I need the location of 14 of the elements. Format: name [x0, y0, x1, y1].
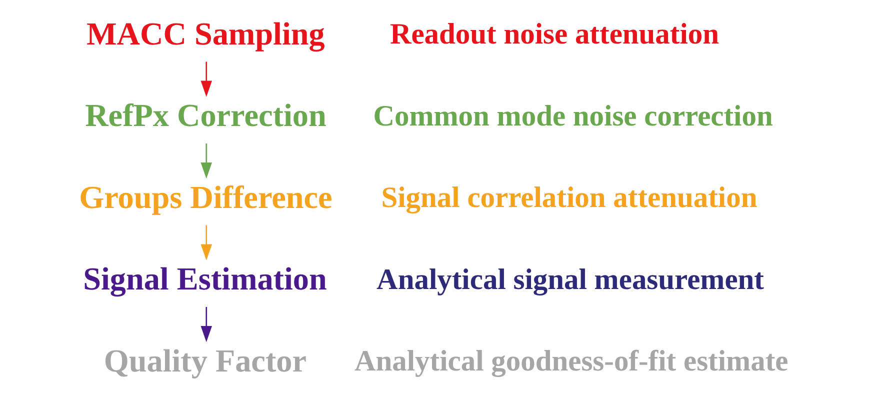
node-text: RefPx Correction: [85, 97, 326, 134]
arrow: [200, 143, 212, 179]
node-label: Common mode noise correction: [373, 100, 773, 132]
node-text: Groups Difference: [79, 178, 332, 215]
node-label: Analytical goodness-of-fit estimate: [354, 346, 788, 378]
arrow: [200, 62, 212, 97]
node-text: Signal Estimation: [83, 260, 327, 297]
node-text: Quality Factor: [104, 342, 306, 378]
node-label: Signal correlation attenuation: [381, 182, 758, 214]
node-text: MACC Sampling: [86, 15, 325, 52]
arrow: [200, 225, 212, 260]
node-label: Analytical signal measurement: [376, 264, 764, 296]
node-label: Readout noise attenuation: [390, 18, 720, 51]
arrow: [200, 306, 212, 342]
